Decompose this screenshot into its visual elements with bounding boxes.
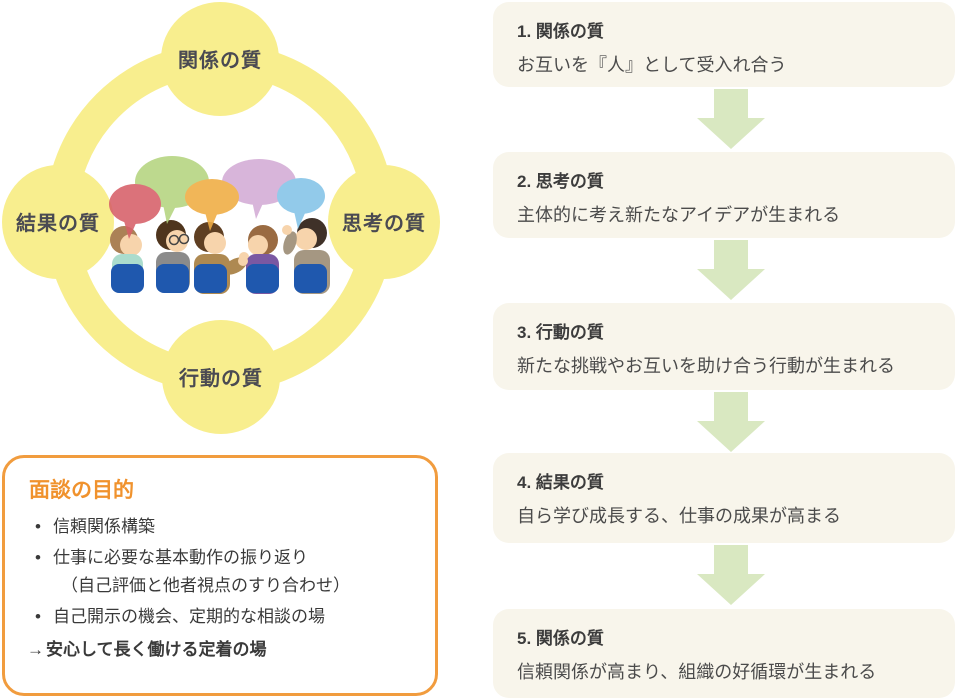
step-desc: お互いを『人』として受入れ合う [517, 55, 787, 75]
step-box-1: 1. 関係の質 お互いを『人』として受入れ合う [493, 2, 955, 87]
chairs [111, 264, 327, 293]
purpose-title: 面談の目的 [29, 479, 134, 502]
purpose-bullet-text: 仕事に必要な基本動作の振り返り [53, 548, 308, 568]
purpose-bullet-1: • 信頼関係構築 [35, 514, 415, 540]
purpose-bullet-text: 自己開示の機会、定期的な相談の場 [53, 607, 325, 627]
meeting-illustration [109, 156, 330, 294]
cycle-node-bottom [162, 320, 280, 434]
step-box-5: 5. 関係の質 信頼関係が高まり、組織の好循環が生まれる [493, 609, 955, 698]
down-arrow-icon [697, 392, 765, 452]
cycle-label-bottom: 行動の質 [178, 366, 263, 390]
speech-bubble-orange [185, 179, 239, 231]
step-desc: 信頼関係が高まり、組織の好循環が生まれる [517, 662, 877, 682]
cycle-label-top: 関係の質 [178, 48, 262, 72]
down-arrow-icon [697, 89, 765, 149]
speech-bubble-blue [277, 178, 325, 229]
down-arrow-icon [697, 240, 765, 300]
right-arrow-icon: → [27, 640, 44, 660]
interview-purpose-box: 面談の目的 • 信頼関係構築 • 仕事に必要な基本動作の振り返り （自己評価と他… [2, 455, 438, 696]
step-desc: 自ら学び成長する、仕事の成果が高まる [517, 506, 841, 526]
step-title: 3. 行動の質 [517, 323, 604, 342]
step-title: 2. 思考の質 [517, 172, 604, 191]
cycle-node-right [328, 165, 440, 279]
step-title: 4. 結果の質 [517, 473, 604, 492]
cycle-label-right: 思考の質 [342, 211, 426, 235]
purpose-bullet-3: • 自己開示の機会、定期的な相談の場 [35, 604, 415, 630]
purpose-bullet-2: • 仕事に必要な基本動作の振り返り [35, 545, 415, 571]
step-box-4: 4. 結果の質 自ら学び成長する、仕事の成果が高まる [493, 453, 955, 543]
speech-bubble-red [109, 184, 161, 239]
bullet-marker: • [35, 517, 41, 536]
cycle-node-left [2, 165, 114, 279]
step-box-3: 3. 行動の質 新たな挑戦やお互いを助け合う行動が生まれる [493, 303, 955, 390]
step-desc: 主体的に考え新たなアイデアが生まれる [517, 205, 841, 225]
purpose-bullet-text: 信頼関係構築 [53, 517, 155, 536]
cycle-node-top [161, 2, 279, 116]
purpose-conclusion: →安心して長く働ける定着の場 [27, 637, 415, 663]
purpose-conclusion-text: 安心して長く働ける定着の場 [46, 640, 267, 660]
cycle-label-left: 結果の質 [16, 211, 100, 235]
bullet-marker: • [35, 548, 41, 568]
step-desc: 新たな挑戦やお互いを助け合う行動が生まれる [517, 356, 895, 376]
quality-cycle-diagram: 関係の質 結果の質 思考の質 行動の質 [2, 2, 440, 434]
down-arrow-icon [697, 545, 765, 605]
step-title: 5. 関係の質 [517, 629, 604, 648]
step-title: 1. 関係の質 [517, 22, 604, 41]
step-box-2: 2. 思考の質 主体的に考え新たなアイデアが生まれる [493, 152, 955, 238]
purpose-bullet-2-sub: （自己評価と他者視点のすり合わせ） [61, 575, 350, 595]
bullet-marker: • [35, 607, 41, 627]
